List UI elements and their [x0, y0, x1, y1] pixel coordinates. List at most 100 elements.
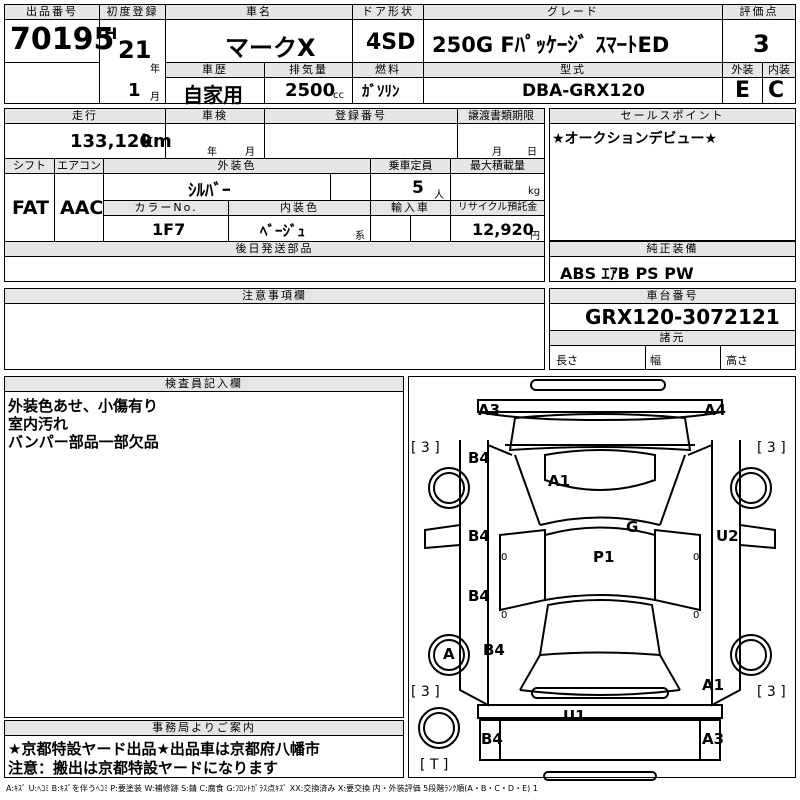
transfer-month-unit: 月: [492, 147, 502, 158]
mark-roof: P1: [593, 548, 615, 566]
door: 4SD: [366, 30, 416, 55]
interior-label: 内装色: [229, 201, 370, 216]
model-label: 型式: [424, 63, 722, 78]
zero-4: 0: [693, 610, 700, 621]
sales-point-label: セールスポイント: [550, 109, 795, 124]
seats-label: 乗車定員: [371, 159, 450, 174]
inspection-year-unit: 年: [207, 147, 217, 158]
chassis-number: GRX120-3072121: [585, 305, 780, 329]
office-line-2: 注意：搬出は京都特設ヤードになります: [8, 759, 279, 777]
ac: AAC: [60, 197, 104, 219]
mark-rear-left: B4: [481, 730, 503, 748]
color: ｼﾙﾊﾞｰ: [188, 181, 231, 201]
mark-fender-left: B4: [468, 449, 490, 467]
mark-wheel-rear-left: A: [443, 645, 455, 663]
seats: 5: [412, 178, 424, 198]
fuel: ｶﾞｿﾘﾝ: [362, 82, 400, 100]
year-unit: 年: [150, 64, 160, 75]
notes-label: 注意事項欄: [5, 289, 544, 304]
month: 1: [128, 80, 141, 101]
lot-no-label: 出品番号: [5, 5, 99, 20]
model: DBA-GRX120: [522, 81, 645, 101]
score: 3: [753, 30, 770, 58]
mark-rear-right: A3: [702, 730, 725, 748]
damage-diagram: [408, 376, 796, 778]
mark-quarter-right: A1: [702, 676, 725, 694]
mark-trunk: U1: [563, 707, 586, 725]
km-unit: km: [141, 131, 172, 152]
displacement-label: 排気量: [265, 63, 352, 78]
width-label: 幅: [650, 354, 661, 367]
era: H: [104, 24, 118, 43]
door-label: ドア形状: [353, 5, 423, 20]
equipment-box: [549, 241, 796, 282]
notes-box: [4, 288, 545, 370]
color-no-label: カラーNo.: [104, 201, 228, 216]
mark-hood: A1: [548, 472, 571, 490]
inspector-line-2: 室内汚れ: [8, 415, 69, 433]
mark-front-left: A3: [478, 401, 501, 419]
inspection-month-unit: 月: [245, 147, 255, 158]
mark-door-front-left: B4: [468, 527, 490, 545]
fuel-label: 燃料: [353, 63, 423, 78]
mileage-label: 走行: [5, 109, 165, 124]
mileage: 133,120: [70, 131, 152, 152]
mark-door-rear-left: B4: [468, 587, 490, 605]
recycle-label: リサイクル預託金: [451, 201, 544, 216]
score-label: 評価点: [723, 5, 795, 20]
office-line-1: ★京都特設ヤード出品★出品車は京都府八幡市: [8, 740, 320, 758]
recycle-unit: 円: [530, 231, 540, 242]
ext-score: E: [735, 78, 751, 103]
zero-2: 0: [693, 552, 700, 563]
interior: ﾍﾞｰｼﾞｭ: [260, 222, 306, 240]
equipment-label: 純正装備: [550, 242, 795, 257]
car-name-label: 車名: [166, 5, 352, 20]
tire-spare: [ T ]: [420, 757, 449, 773]
tire-rear-right: [ 3 ]: [757, 684, 786, 700]
legend: A:ｷｽﾞ U:ﾍｺﾐ B:ｷｽﾞを伴うﾍｺﾐ P:要塗装 W:補修跡 S:錆 …: [6, 784, 538, 793]
tire-front-left: [ 3 ]: [411, 440, 440, 456]
load-unit: kg: [528, 186, 541, 197]
mark-quarter-left: B4: [483, 641, 505, 659]
first-reg-label: 初度登録: [100, 5, 165, 20]
vehicle-info-section: [4, 108, 545, 282]
sales-point-box: [549, 108, 796, 241]
color-label: 外装色: [104, 159, 370, 174]
zero-1: 0: [501, 552, 508, 563]
lot-no: 70195: [10, 22, 115, 57]
year: 21: [118, 36, 152, 64]
office-box: [4, 720, 404, 778]
interior-unit: 系: [355, 231, 365, 242]
ext-label: 外装: [723, 63, 762, 78]
car-name: マークX: [225, 34, 316, 62]
shift-label: シフト: [5, 159, 54, 174]
spec-label: 諸元: [550, 331, 795, 346]
color-no: 1F7: [152, 220, 186, 239]
seats-unit: 人: [434, 190, 444, 201]
recycle: 12,920: [472, 220, 534, 239]
height-label: 高さ: [726, 354, 748, 367]
history-label: 車歴: [166, 63, 264, 78]
transfer-label: 譲渡書類期限: [458, 109, 544, 124]
inspection-label: 車検: [166, 109, 264, 124]
grade-label: グレード: [424, 5, 722, 20]
shift: FAT: [12, 197, 49, 219]
reg-no-label: 登録番号: [265, 109, 457, 124]
mark-glass: G: [626, 518, 639, 536]
tire-rear-left: [ 3 ]: [411, 684, 440, 700]
ac-label: エアコン: [55, 159, 103, 174]
grade: 250G Fﾊﾟｯｹｰｼﾞ ｽﾏｰﾄED: [432, 33, 670, 57]
import-label: 輸入車: [371, 201, 450, 216]
inspector-line-1: 外装色あせ、小傷有り: [8, 397, 159, 415]
displacement: 2500: [285, 80, 336, 101]
sales-point: ★オークションデビュー★: [552, 131, 718, 147]
chassis-box: [549, 288, 796, 370]
equipment: ABS ｴｱB PS PW: [560, 264, 694, 283]
length-label: 長さ: [556, 354, 578, 367]
office-label: 事務局よりご案内: [5, 721, 403, 736]
load-label: 最大積載量: [451, 159, 544, 174]
month-unit: 月: [150, 92, 160, 103]
inspector-label: 検査員記入欄: [5, 377, 403, 392]
inspector-box: [4, 376, 404, 718]
